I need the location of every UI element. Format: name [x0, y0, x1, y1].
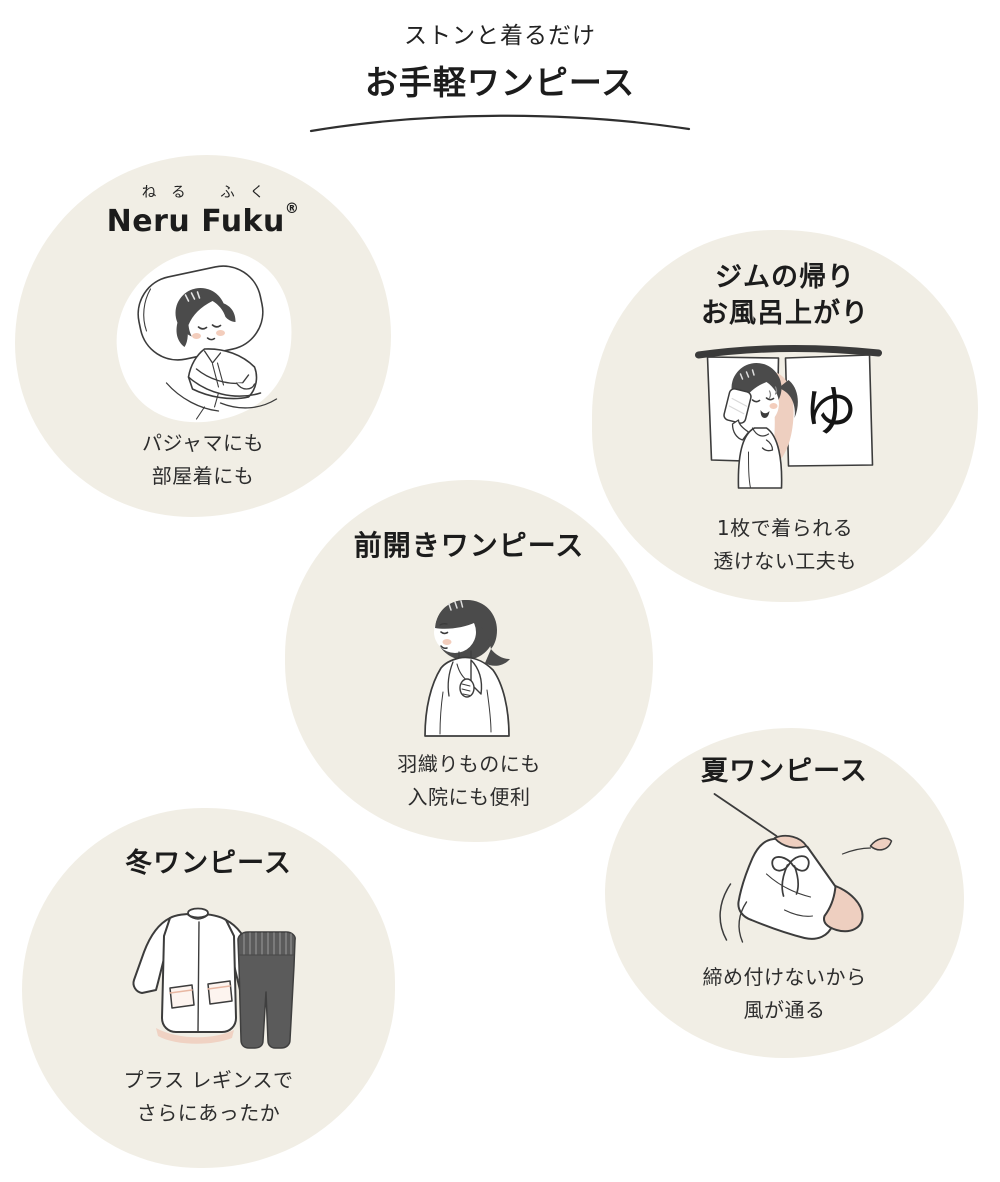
- summer-title: 夏ワンピース: [701, 756, 868, 787]
- front-open-robe-illustration: [424, 600, 510, 737]
- gym-bath-title: ジムの帰り お風呂上がり: [592, 260, 978, 332]
- front-open-title: 前開きワンピース: [353, 529, 585, 562]
- caption-line: パジャマにも: [142, 431, 264, 455]
- winter-caption: プラス レギンスで さらにあったか: [22, 1064, 395, 1130]
- caption-line: 1枚で着られる: [716, 516, 854, 540]
- section-gym-bath: ジムの帰り お風呂上がり ゆ: [592, 230, 978, 602]
- brand-name-text: Neru Fuku: [106, 204, 285, 239]
- section-summer: 夏ワンピース 締め付けないから 風が通る: [605, 728, 964, 1058]
- caption-line: 締め付けないから: [702, 965, 867, 989]
- title-underline-arc: [309, 114, 691, 133]
- summer-dress-illustration: [713, 793, 892, 943]
- bathhouse-noren-illustration: ゆ: [695, 344, 882, 489]
- section-winter: 冬ワンピース プラス レギンスで さ: [22, 808, 395, 1168]
- neru-fuku-furigana: ねる ふく: [141, 185, 280, 201]
- title-line: ジムの帰り: [715, 262, 855, 293]
- header-subtitle: ストンと着るだけ: [404, 23, 596, 49]
- brand-name: Neru Fuku®: [15, 201, 391, 239]
- neru-fuku-caption: パジャマにも 部屋着にも: [15, 427, 391, 493]
- title-line: お風呂上がり: [701, 298, 869, 329]
- front-open-caption: 羽織りものにも 入院にも便利: [285, 748, 653, 814]
- gym-bath-caption: 1枚で着られる 透けない工夫も: [592, 512, 978, 578]
- section-neru-fuku: ねる ふく Neru Fuku®: [15, 155, 391, 517]
- caption-line: 羽織りものにも: [397, 752, 541, 776]
- section-front-open: 前開きワンピース 羽: [285, 480, 653, 842]
- winter-title: 冬ワンピース: [125, 848, 292, 879]
- summer-caption: 締め付けないから 風が通る: [605, 961, 964, 1027]
- registered-trademark-mark: ®: [284, 201, 300, 217]
- sleeping-woman-illustration: [116, 249, 292, 423]
- noren-yu-character: ゆ: [804, 380, 858, 443]
- caption-line: 入院にも便利: [407, 785, 531, 809]
- caption-line: さらにあったか: [136, 1101, 281, 1125]
- winter-outfit-illustration: [132, 907, 296, 1049]
- header: ストンと着るだけ お手軽ワンピース: [0, 16, 1000, 136]
- caption-line: プラス レギンスで: [123, 1068, 294, 1092]
- caption-line: 風が通る: [743, 998, 826, 1022]
- caption-line: 透けない工夫も: [713, 549, 857, 573]
- page-title: お手軽ワンピース: [364, 63, 636, 102]
- caption-line: 部屋着にも: [151, 464, 255, 488]
